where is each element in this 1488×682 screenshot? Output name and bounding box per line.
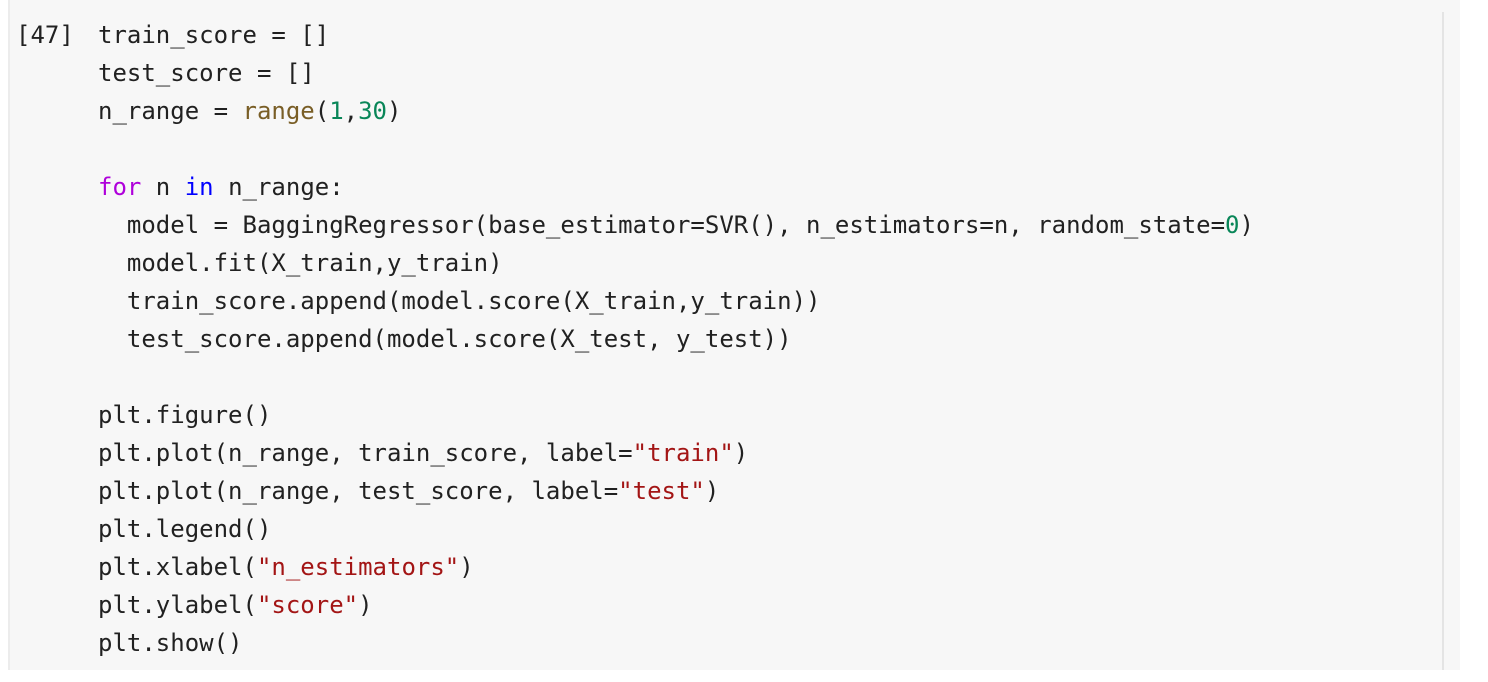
code-token: for <box>98 173 142 201</box>
code-line[interactable]: plt.xlabel("n_estimators") <box>98 548 1440 586</box>
code-token: ) <box>459 553 474 581</box>
code-line[interactable]: n_range = range(1,30) <box>98 92 1440 130</box>
code-token: "test" <box>618 477 705 505</box>
code-token: n_range = <box>98 97 243 125</box>
code-line[interactable]: ​ <box>98 358 1440 396</box>
next-output-edge <box>0 670 1488 682</box>
code-token: ) <box>387 97 402 125</box>
code-token: model = BaggingRegressor(base_estimator=… <box>98 211 1226 239</box>
code-line[interactable]: train_score = [] <box>98 16 1440 54</box>
code-line[interactable]: test_score = [] <box>98 54 1440 92</box>
code-cell[interactable] <box>8 0 1460 670</box>
code-token: ( <box>314 97 330 125</box>
code-token: n <box>141 173 185 201</box>
code-line[interactable]: model.fit(X_train,y_train) <box>98 244 1440 282</box>
code-line[interactable]: plt.ylabel("score") <box>98 586 1440 624</box>
code-line[interactable]: train_score.append(model.score(X_train,y… <box>98 282 1440 320</box>
code-token: test_score.append(model.score(X_test, y_… <box>98 325 792 353</box>
code-line[interactable]: for n in n_range: <box>98 168 1440 206</box>
code-line[interactable]: plt.show() <box>98 624 1440 662</box>
code-line[interactable]: plt.plot(n_range, train_score, label="tr… <box>98 434 1440 472</box>
code-token: ) <box>358 591 373 619</box>
code-token: test_score = [] <box>98 59 315 87</box>
code-token: "train" <box>632 439 734 467</box>
code-token: plt.ylabel( <box>98 591 257 619</box>
code-token: model.fit(X_train,y_train) <box>98 249 503 277</box>
code-editor[interactable]: train_score = [] test_score = [] n_range =… <box>98 16 1440 662</box>
code-token: ) <box>733 439 749 467</box>
code-token: train_score.append(model.score(X_train,y… <box>98 287 821 315</box>
code-token: plt.plot(n_range, test_score, label= <box>98 477 619 505</box>
code-token: plt.figure() <box>98 401 272 429</box>
cell-scroll-rule <box>1442 12 1444 674</box>
execution-count: [47] <box>16 21 74 49</box>
code-line[interactable]: plt.legend() <box>98 510 1440 548</box>
code-token: n_range: <box>213 173 344 201</box>
code-token: plt.legend() <box>98 515 272 543</box>
code-line[interactable]: test_score.append(model.score(X_test, y_… <box>98 320 1440 358</box>
code-token: in <box>184 173 214 201</box>
code-line[interactable]: plt.plot(n_range, test_score, label="tes… <box>98 472 1440 510</box>
code-token: 0 <box>1225 211 1240 239</box>
code-token: plt.plot(n_range, train_score, label= <box>98 439 633 467</box>
code-token: , <box>343 97 359 125</box>
code-token: 1 <box>329 97 344 125</box>
code-token: ) <box>704 477 720 505</box>
code-token: range <box>242 97 315 125</box>
code-token: plt.xlabel( <box>98 553 257 581</box>
code-line[interactable]: plt.figure() <box>98 396 1440 434</box>
code-token: train_score = [] <box>98 21 330 49</box>
code-token: "n_estimators" <box>256 553 460 581</box>
code-token: "score" <box>256 591 359 619</box>
code-token: plt.show() <box>98 629 243 657</box>
code-line[interactable]: model = BaggingRegressor(base_estimator=… <box>98 206 1440 244</box>
code-token: 30 <box>358 97 388 125</box>
code-line[interactable]: ​ <box>98 130 1440 168</box>
code-token: ) <box>1239 211 1254 239</box>
